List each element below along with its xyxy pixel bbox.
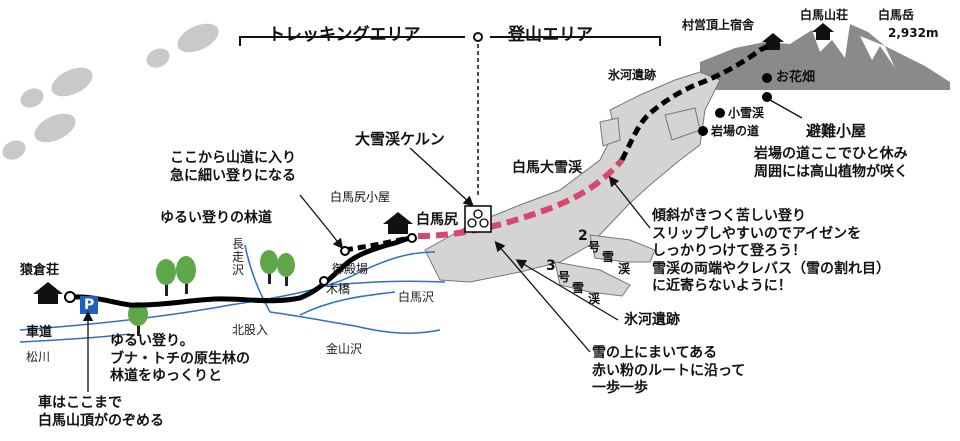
label-gotenba: 御殿場	[332, 262, 369, 276]
note-red-route: 雪の上にまいてある 赤い粉のルートに沿って 一歩一歩	[592, 345, 746, 396]
trail-route	[69, 233, 416, 308]
trail-dashed-lower	[344, 233, 416, 253]
zone-trekking: トレッキングエリア	[268, 25, 421, 45]
label-hakuba-jiri-hut: 白馬尻小屋	[330, 190, 391, 204]
gorge2-go: 号	[588, 240, 601, 254]
label-hakuba-jiri: 白馬尻	[416, 212, 458, 228]
label-sarukura: 猿倉荘	[20, 263, 60, 278]
label-shado: 車道	[26, 325, 53, 340]
note-beech: ゆるい登り。 ブナ・トチの原生林の 林道をゆっくりと	[110, 333, 250, 384]
gorge3-set-1: 雪	[572, 281, 585, 295]
label-sanso: 白馬山荘	[800, 8, 849, 22]
label-elevation: 2,932m	[888, 26, 939, 40]
hut-icons	[33, 23, 834, 304]
label-cairn: 大雪渓ケルン	[355, 130, 445, 148]
river-kanayama: 金山沢	[326, 342, 363, 356]
note-car-view: 車はここまで 白馬山頂がのぞめる	[38, 395, 164, 429]
zone-climbing: 登山エリア	[508, 25, 593, 45]
river-hakuba-sawa: 白馬沢	[398, 290, 435, 304]
note-mountain-path: ここから山道に入り 急に細い登りになる	[170, 150, 296, 184]
cairn-icon	[464, 205, 492, 233]
snow-route	[417, 158, 625, 239]
note-forest-road: ゆるい登りの林道	[160, 210, 272, 226]
river-matsukawa: 松川	[26, 350, 51, 364]
label-ohanabatake: お花畑	[776, 70, 816, 85]
parking-icon	[80, 296, 98, 314]
gorge2-num: 2	[578, 228, 588, 244]
label-hinan: 避難小屋	[806, 122, 867, 140]
gorge3-set-2: 渓	[588, 292, 601, 306]
label-hyoga-top: 氷河遺跡	[608, 68, 657, 82]
label-hakuba-dake: 白馬岳	[878, 8, 915, 22]
label-daisekkei: 白馬大雪渓	[512, 160, 582, 176]
note-rest: 岩場の道ここでひと休み 周囲には高山植物が咲く	[754, 146, 908, 180]
parking-label: P	[84, 297, 95, 313]
footprints-icon	[2, 23, 219, 160]
zone-divider	[239, 32, 661, 195]
label-iwaba: 岩場の道	[711, 124, 760, 138]
trail-upper	[619, 41, 774, 162]
river-chosozawa: 長 走 沢	[232, 237, 245, 278]
river-kitamata: 北股入	[232, 323, 269, 337]
label-kihashi: 木橋	[326, 282, 351, 296]
leader-lines	[82, 99, 803, 392]
gorge2-set-2: 渓	[618, 262, 631, 276]
tree-icons	[128, 250, 295, 336]
label-hyoga-bottom: 氷河遺跡	[624, 312, 680, 328]
gorge2-set-1: 雪	[602, 250, 615, 264]
route-points	[64, 233, 417, 303]
label-koyukikei: 小雪渓	[728, 106, 765, 120]
gorge3-go: 号	[558, 270, 571, 284]
gorge3-num: 3	[546, 258, 556, 274]
note-steep: 傾斜がきつく苦しい登り スリップしやすいのでアイゼンを しっかりつけて登ろう！ …	[652, 208, 890, 294]
label-chojo: 村営頂上宿舎	[682, 18, 755, 32]
poi-dots	[698, 73, 772, 136]
